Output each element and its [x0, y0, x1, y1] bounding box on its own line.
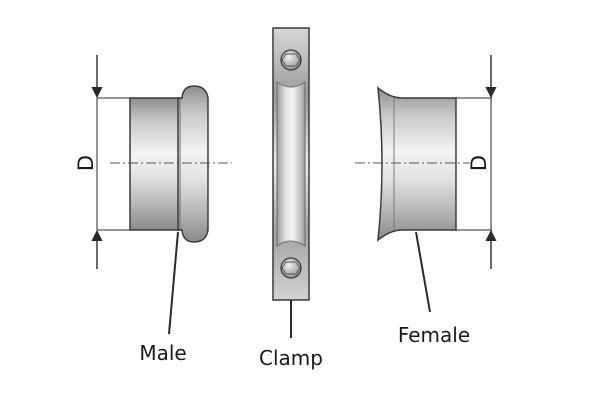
- clamp-bolt-bottom-hex: [281, 261, 301, 275]
- clamp-bolt-top: [280, 49, 302, 71]
- female-dimension-label: D: [467, 155, 491, 171]
- clamp-bolt-top-hex: [281, 53, 301, 67]
- clamp-bolt-bottom: [280, 257, 302, 279]
- female-label: Female: [398, 323, 470, 347]
- male-label: Male: [139, 341, 186, 365]
- female-ferrule-body: [377, 86, 457, 242]
- female-dimension: D: [456, 55, 497, 269]
- male-dimension-label: D: [74, 155, 98, 171]
- male-ferrule-body: [129, 97, 181, 231]
- clamp-label: Clamp: [259, 346, 323, 370]
- male-leader-line: [168, 231, 179, 335]
- female-leader-line: [415, 231, 431, 313]
- female-ferrule: [355, 86, 470, 242]
- male-ferrule-flange: [177, 85, 209, 243]
- male-ferrule: [110, 85, 232, 243]
- clamp: [272, 27, 310, 301]
- clamp-inner-band: [276, 81, 306, 247]
- male-dimension: D: [74, 55, 130, 269]
